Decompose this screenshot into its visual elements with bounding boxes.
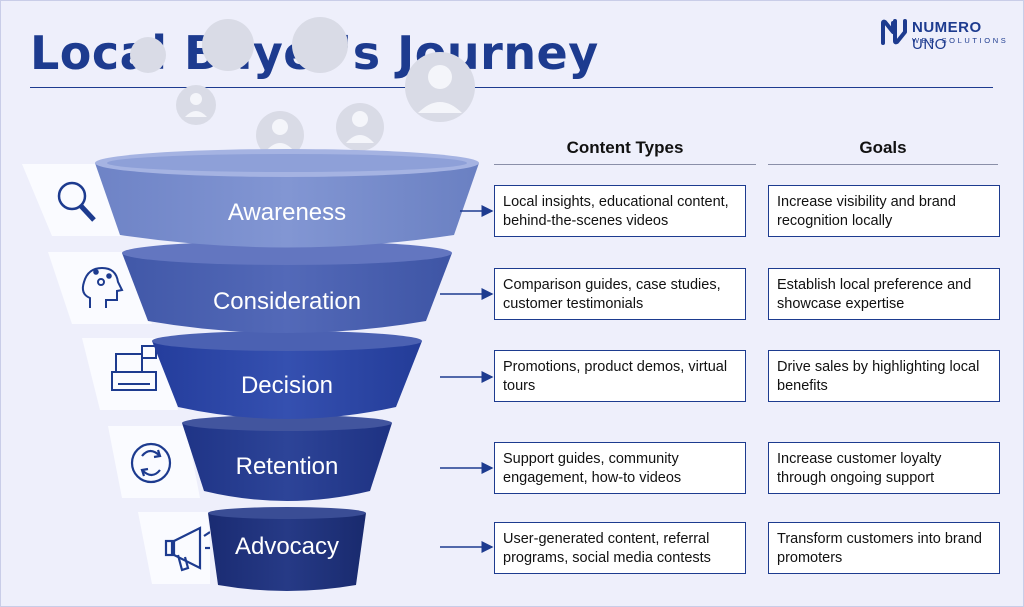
ai-head-icon [81,266,124,308]
stage-label-retention: Retention [235,453,339,480]
stage-label-awareness: Awareness [227,199,347,226]
people-decoration [130,17,475,159]
icon-card-retention [108,426,200,498]
person-bubble-icon [130,17,475,159]
column-header-content-types: Content Types [566,138,684,157]
icon-card-decision [82,338,178,410]
column-divider-goals [768,164,998,165]
stage-label-consideration: Consideration [212,288,362,315]
stage-label-decision: Decision [240,372,334,399]
goal-box-decision: Drive sales by highlighting local benefi… [768,350,1000,402]
title-divider [30,87,993,88]
goal-box-awareness: Increase visibility and brand recognitio… [768,185,1000,237]
content-box-decision: Promotions, product demos, virtual tours [494,350,746,402]
goal-box-retention: Increase customer loyalty through ongoin… [768,442,1000,494]
column-divider-content-types [494,164,756,165]
logo-name-light: UNO [912,36,947,53]
goal-box-consideration: Establish local preference and showcase … [768,268,1000,320]
logo-name-bold: NUMERO [912,19,982,36]
content-box-awareness: Local insights, educational content, beh… [494,185,746,237]
icon-cards [22,164,210,584]
megaphone-icon [164,526,210,572]
funnel-layer-consideration [122,241,452,333]
funnel [95,149,479,591]
refresh-icon [130,442,172,484]
funnel-layer-decision [152,331,422,419]
content-box-retention: Support guides, community engagement, ho… [494,442,746,494]
brand-logo: NUMERO UNO WEB SOLUTIONS [880,18,1010,53]
column-header-goals: Goals [859,138,907,157]
funnel-layer-retention [182,415,392,501]
content-box-consideration: Comparison guides, case studies, custome… [494,268,746,320]
cash-register-icon [111,345,157,391]
connector-arrows [440,205,494,553]
magnifier-icon [57,181,96,222]
logo-tagline: WEB SOLUTIONS [912,36,1009,45]
logo-name: NUMERO UNO [912,19,1010,53]
goal-box-advocacy: Transform customers into brand promoters [768,522,1000,574]
icon-card-consideration [48,252,152,324]
stage-label-advocacy: Advocacy [234,533,340,560]
content-box-advocacy: User-generated content, referral program… [494,522,746,574]
funnel-layer-awareness [95,149,479,248]
logo-mark-icon [881,19,907,45]
funnel-layer-advocacy [208,507,366,591]
